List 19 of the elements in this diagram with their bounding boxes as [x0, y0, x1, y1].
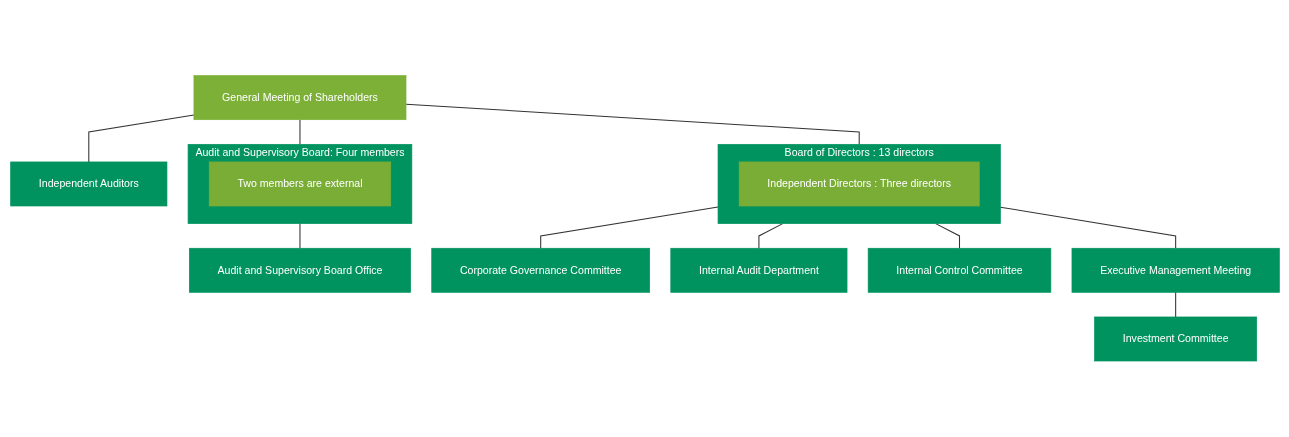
connector	[757, 223, 783, 249]
node-box: Independent Directors : Three directors	[738, 161, 980, 207]
connector	[1174, 291, 1176, 318]
node-box: Internal Audit Department	[669, 248, 847, 293]
node-box: Corporate Governance Committee	[430, 248, 650, 293]
connector	[999, 206, 1176, 249]
node-box: General Meeting of Shareholders	[193, 75, 406, 121]
node-box: Investment Committee	[1093, 316, 1257, 362]
connector	[934, 223, 960, 249]
node-box: Executive Management Meeting	[1071, 248, 1280, 293]
node-box: Independent Auditors	[9, 161, 167, 207]
connector	[539, 206, 719, 249]
connector	[87, 114, 194, 163]
connector	[404, 103, 860, 146]
connector	[298, 223, 300, 249]
node-box: Audit and Supervisory Board Office	[188, 248, 411, 293]
connector	[298, 119, 300, 146]
node-box: Two members are external	[208, 161, 391, 207]
node-box: Internal Control Committee	[867, 248, 1051, 293]
